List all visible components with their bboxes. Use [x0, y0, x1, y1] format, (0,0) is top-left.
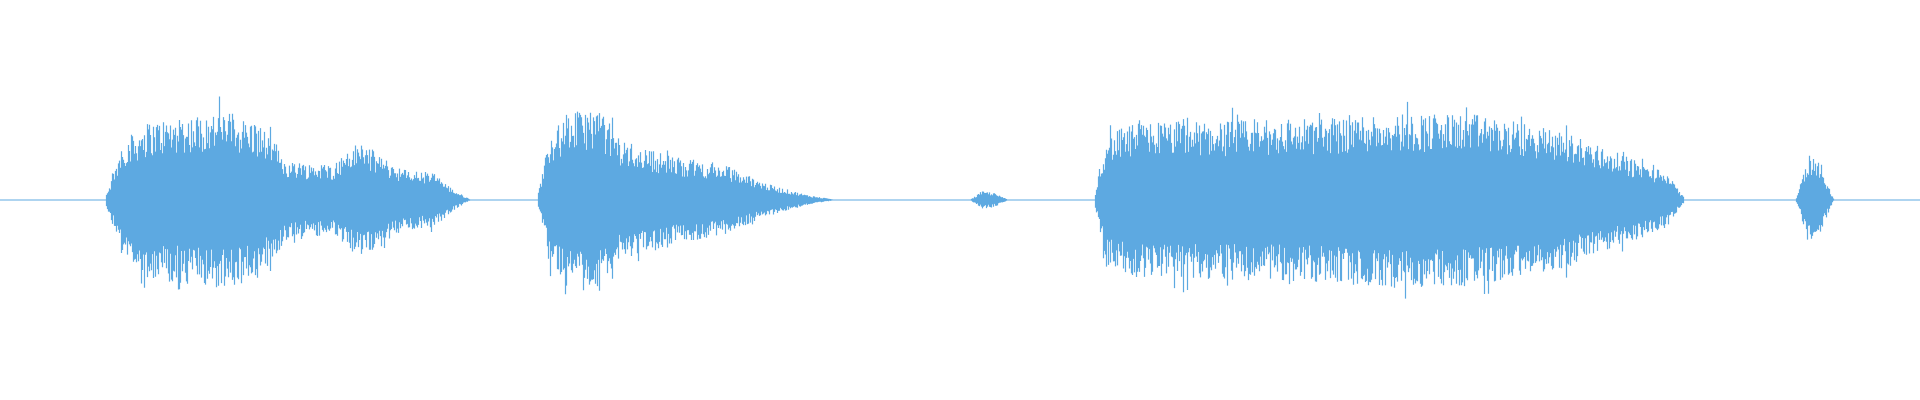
- waveform-amplitude-path: [0, 96, 1920, 299]
- waveform-bars: [0, 96, 1920, 299]
